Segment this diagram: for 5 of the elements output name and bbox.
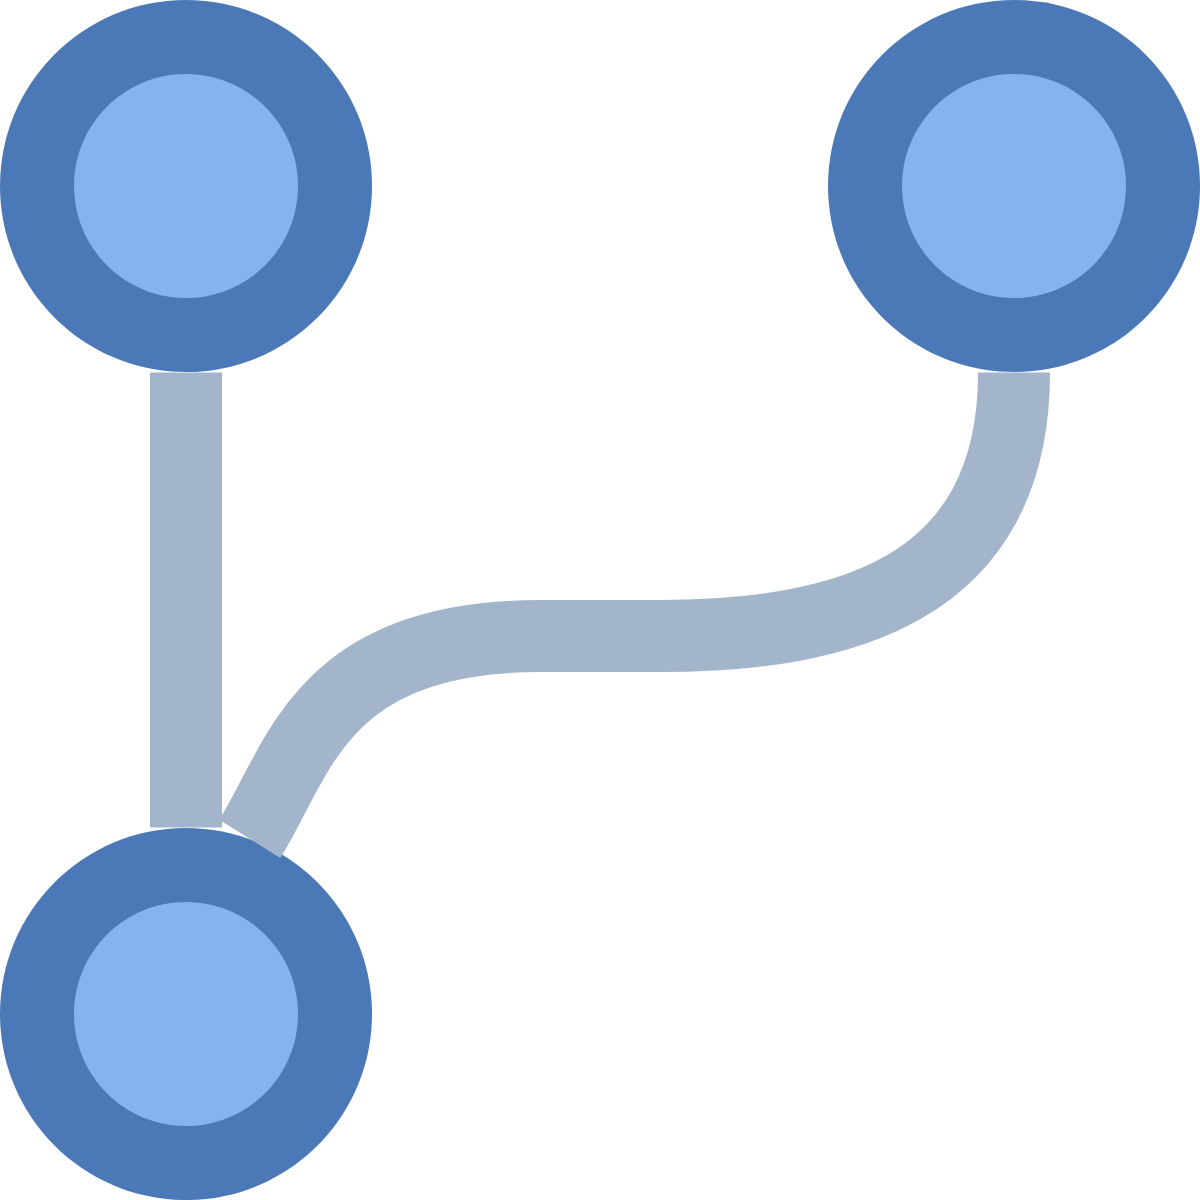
node-circle <box>0 828 372 1200</box>
node-circle <box>0 0 372 372</box>
connector-line <box>218 369 1050 857</box>
connector-line <box>150 372 222 828</box>
node-circle <box>828 0 1200 372</box>
